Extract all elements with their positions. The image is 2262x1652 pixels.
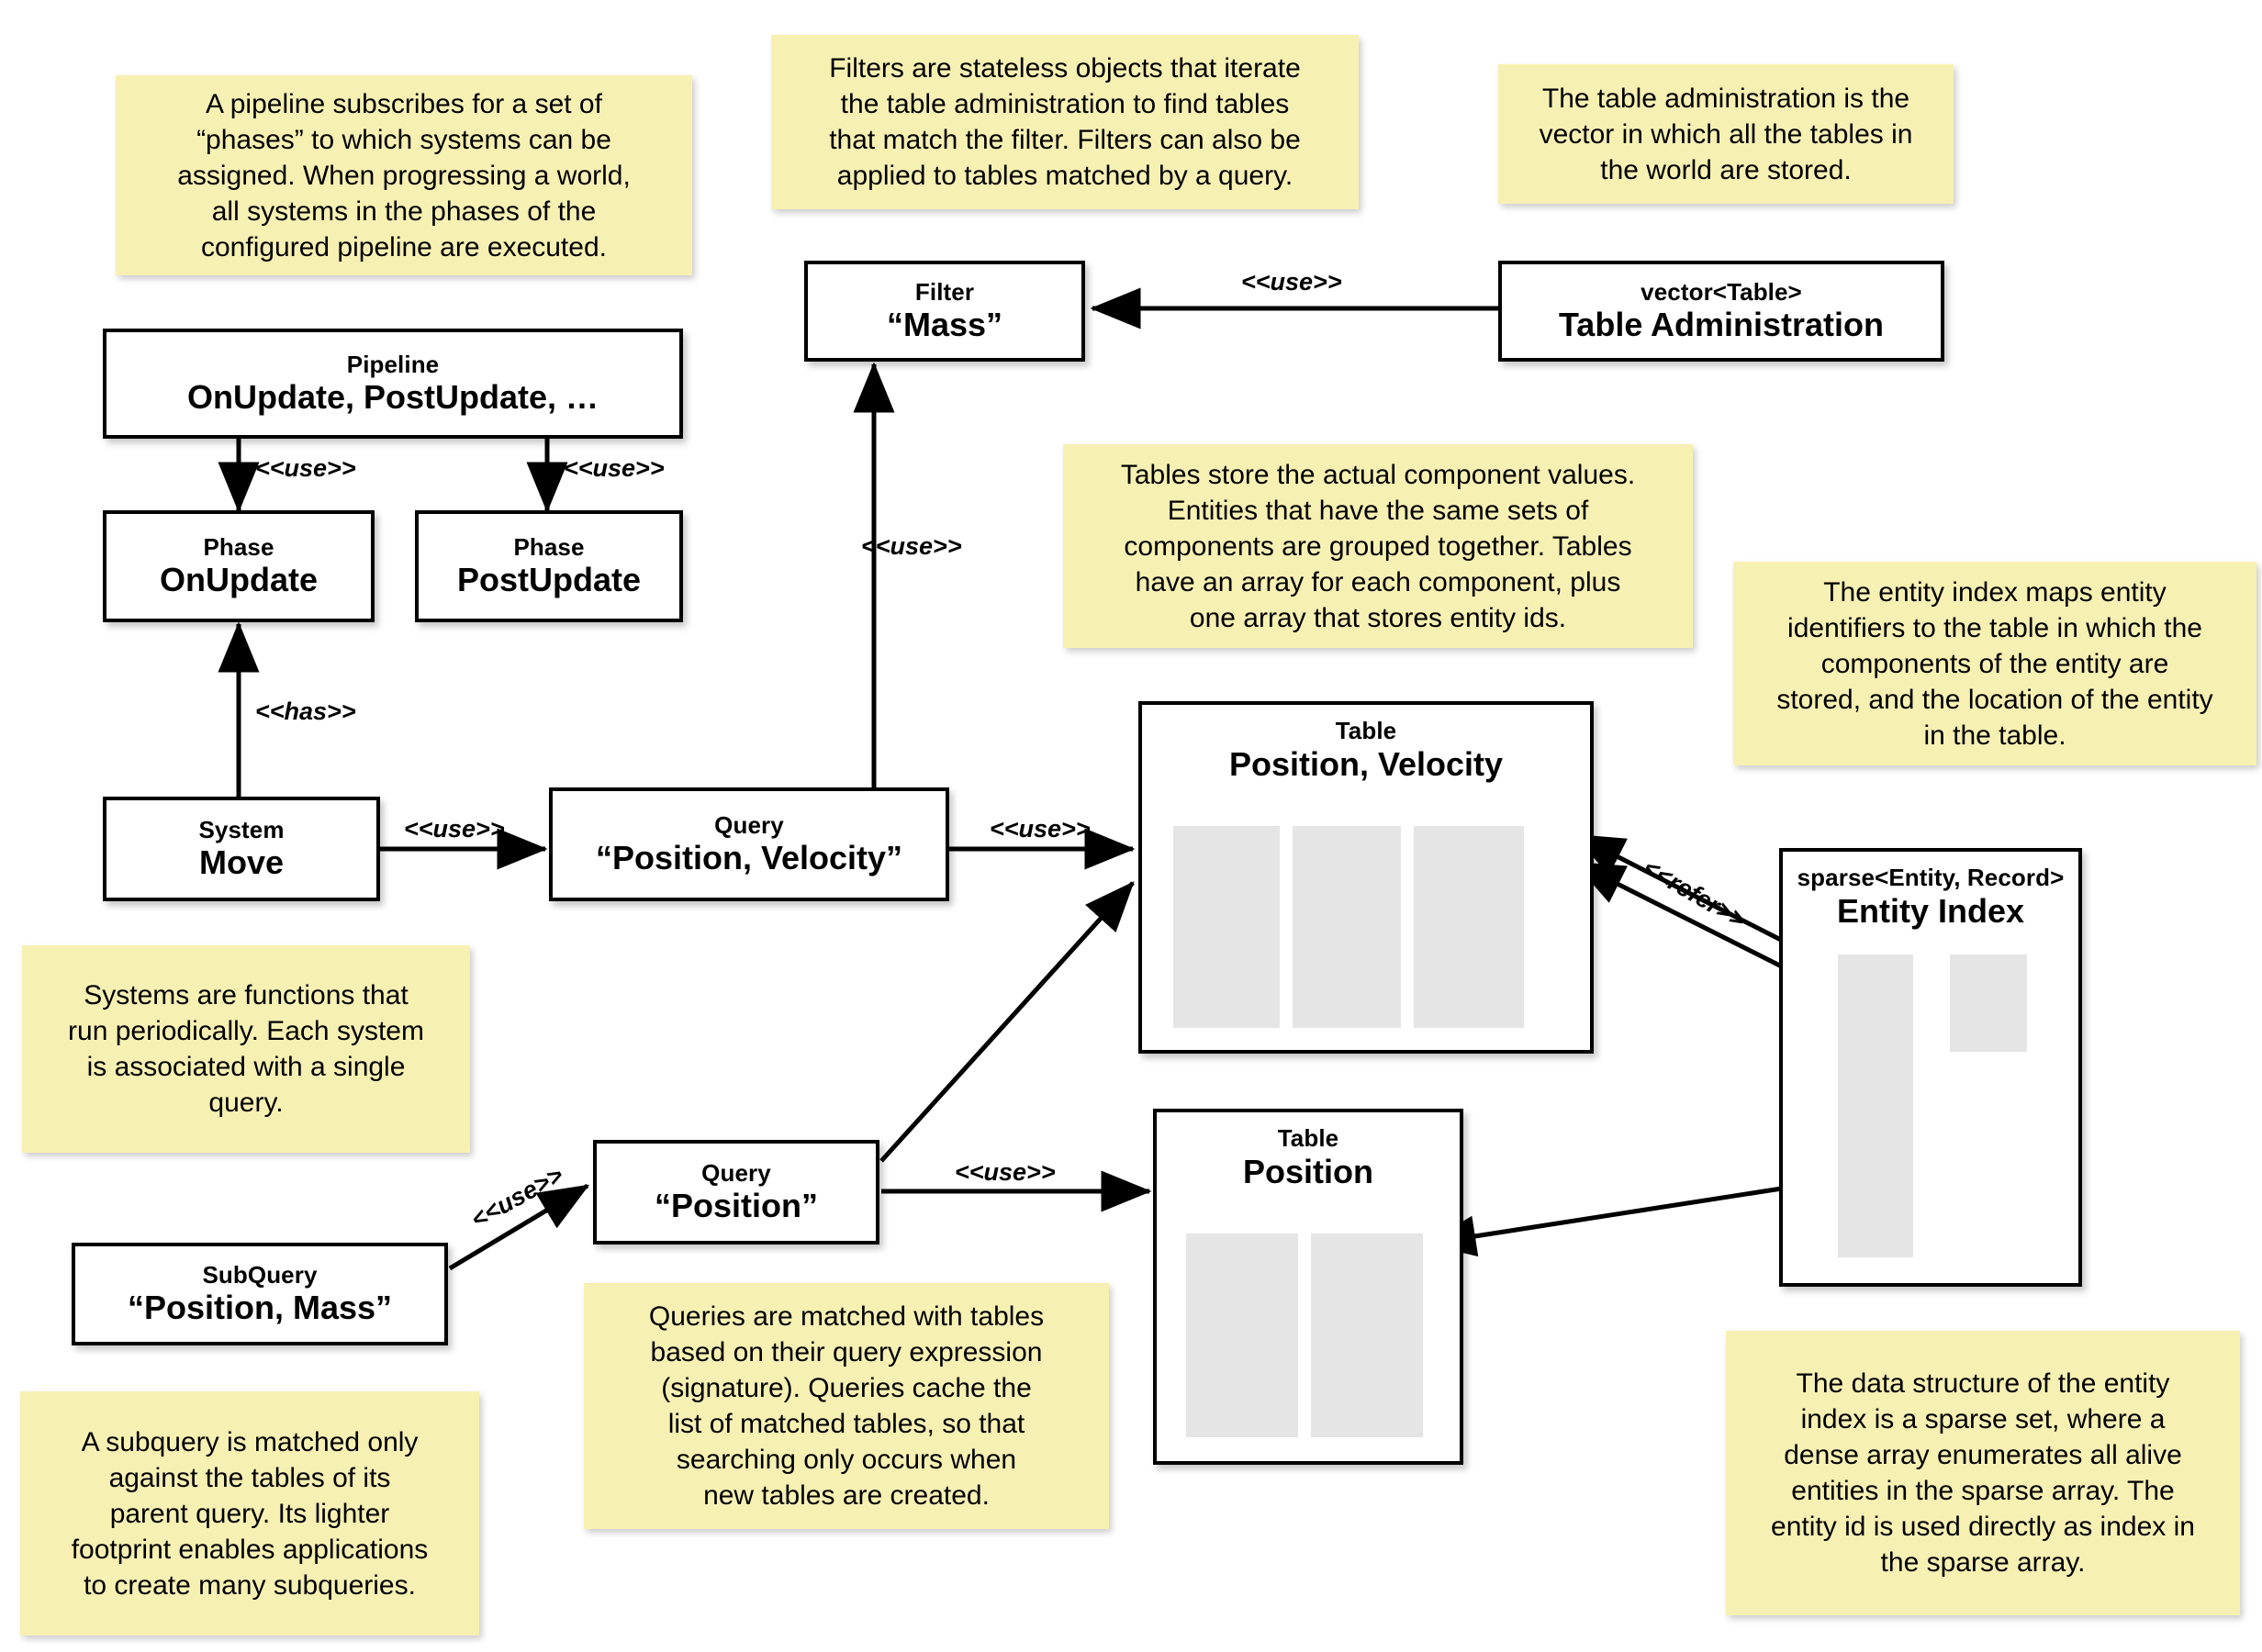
phase-onupdate-stereotype: Phase (203, 532, 274, 561)
table-position-velocity-columns (1173, 826, 1524, 1028)
query-position-velocity-title: “Position, Velocity” (595, 839, 903, 877)
class-box-table-administration[interactable]: vector<Table> Table Administration (1498, 261, 1944, 362)
class-box-entity-index[interactable]: sparse<Entity, Record> Entity Index (1779, 848, 2082, 1287)
class-box-query-position-velocity[interactable]: Query “Position, Velocity” (549, 787, 949, 901)
class-box-pipeline[interactable]: Pipeline OnUpdate, PostUpdate, … (103, 329, 683, 439)
table-column-array (1414, 826, 1524, 1028)
class-box-system-move[interactable]: System Move (103, 797, 380, 901)
phase-postupdate-stereotype: Phase (513, 532, 585, 561)
edge-label-query-uses-filter: <<use>> (861, 532, 962, 560)
class-box-query-position[interactable]: Query “Position” (593, 1140, 879, 1245)
edge-label-system-uses-query: <<use>> (404, 815, 505, 843)
note-entity-index: The entity index maps entity identifiers… (1733, 562, 2256, 765)
filter-mass-stereotype: Filter (914, 277, 975, 306)
note-subquery: A subquery is matched only against the t… (20, 1391, 479, 1635)
class-box-phase-onupdate[interactable]: Phase OnUpdate (103, 510, 375, 622)
edge-label-querypos-uses-table: <<use>> (955, 1158, 1056, 1186)
subquery-title: “Position, Mass” (127, 1289, 393, 1327)
table-column-array (1173, 826, 1280, 1028)
table-administration-title: Table Administration (1558, 306, 1885, 344)
edge-label-tableadmin-filter: <<use>> (1241, 268, 1342, 296)
system-move-title: Move (198, 843, 285, 882)
edge-querypos-tablepv (879, 881, 1135, 1163)
table-column-array (1186, 1233, 1298, 1437)
edge-label-subquery-uses-query: <<use>> (466, 1160, 568, 1234)
class-box-filter-mass[interactable]: Filter “Mass” (804, 261, 1085, 362)
class-box-subquery[interactable]: SubQuery “Position, Mass” (72, 1243, 448, 1345)
table-administration-stereotype: vector<Table> (1641, 277, 1802, 306)
pipeline-stereotype: Pipeline (346, 350, 440, 378)
dense-array (1950, 954, 2027, 1052)
sparse-array (1838, 954, 1913, 1257)
query-position-velocity-stereotype: Query (714, 810, 784, 839)
edge-label-query-uses-table: <<use>> (990, 815, 1091, 843)
filter-mass-title: “Mass” (886, 306, 1003, 344)
edge-label-system-has-phase: <<has>> (255, 698, 356, 725)
entity-index-title: Entity Index (1836, 891, 2025, 930)
note-systems: Systems are functions that run periodica… (22, 945, 470, 1153)
phase-onupdate-title: OnUpdate (159, 561, 318, 599)
table-position-title: Position (1243, 1152, 1373, 1190)
note-queries: Queries are matched with tables based on… (584, 1283, 1109, 1529)
table-column-array (1311, 1233, 1423, 1437)
system-move-stereotype: System (198, 815, 285, 843)
note-table-administration: The table administration is the vector i… (1498, 64, 1954, 204)
edge-label-entityindex-refer: <<refer>> (1639, 854, 1751, 934)
class-box-phase-postupdate[interactable]: Phase PostUpdate (415, 510, 683, 622)
query-position-stereotype: Query (701, 1158, 771, 1187)
pipeline-title: OnUpdate, PostUpdate, … (186, 378, 599, 417)
note-pipeline: A pipeline subscribes for a set of “phas… (116, 75, 692, 275)
table-position-columns (1186, 1233, 1423, 1437)
edge-label-pipeline-onupdate: <<use>> (255, 454, 356, 482)
note-sparse-set: The data structure of the entity index i… (1726, 1331, 2240, 1615)
phase-postupdate-title: PostUpdate (456, 561, 642, 599)
class-box-table-position[interactable]: Table Position (1153, 1109, 1463, 1465)
table-position-velocity-title: Position, Velocity (1228, 744, 1504, 783)
subquery-stereotype: SubQuery (202, 1260, 318, 1289)
edge-label-pipeline-postupdate: <<use>> (564, 454, 665, 482)
query-position-title: “Position” (655, 1187, 818, 1225)
table-position-stereotype: Table (1277, 1124, 1339, 1152)
note-filter: Filters are stateless objects that itera… (771, 35, 1359, 209)
class-box-table-position-velocity[interactable]: Table Position, Velocity (1138, 701, 1594, 1054)
note-tables: Tables store the actual component values… (1063, 444, 1693, 648)
table-position-velocity-stereotype: Table (1335, 717, 1397, 744)
table-column-array (1293, 826, 1401, 1028)
entity-index-stereotype: sparse<Entity, Record> (1797, 864, 2065, 891)
